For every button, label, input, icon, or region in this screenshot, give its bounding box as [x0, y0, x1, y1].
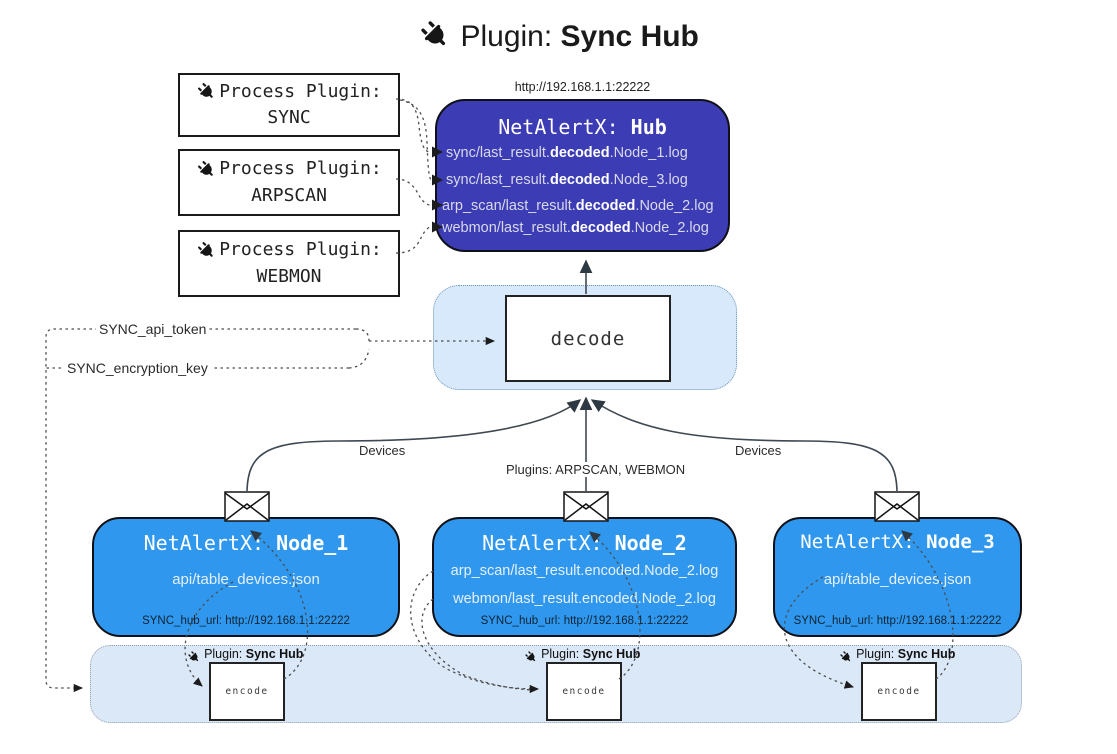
edge-arpscan-to-hub [395, 178, 431, 206]
sync-hub-group-label: Plugin: Sync Hub [492, 647, 672, 664]
process-plugin-box-webmon: Process Plugin: WEBMON [178, 230, 400, 297]
process-plugin-label: Process Plugin: [219, 239, 382, 261]
node-title: NetAlertX: Node_2 [482, 531, 687, 555]
edge-sync-to-hub-2 [399, 99, 432, 181]
title-pre: Plugin: [460, 20, 561, 53]
hub-log-line: sync/last_result.decoded.Node_3.log [446, 172, 688, 188]
hub-url-label: http://192.168.1.1:22222 [514, 80, 651, 94]
node-title: NetAlertX: Node_3 [800, 531, 995, 553]
edge-node1-to-decode [246, 399, 582, 492]
node-hub-url: SYNC_hub_url: http://192.168.1.1:22222 [480, 615, 689, 627]
process-plugin-label: Process Plugin: [219, 80, 382, 102]
sync-api-token-label: SYNC_api_token [96, 321, 210, 337]
hub-title-bold: Hub [630, 115, 667, 139]
process-plugin-name: WEBMON [256, 265, 322, 287]
node-file-line: api/table_devices.json [172, 571, 320, 588]
hub-box: NetAlertX: Hub sync/last_result.decoded.… [435, 99, 730, 252]
node-file-line: arp_scan/last_result.encoded.Node_2.log [450, 563, 719, 579]
node-2-box: NetAlertX: Node_2 arp_scan/last_result.e… [432, 517, 737, 637]
encode-box-1: encode [209, 662, 285, 721]
node-hub-url: SYNC_hub_url: http://192.168.1.1:22222 [142, 615, 350, 627]
plug-icon [186, 650, 201, 664]
plugins-mid-label: Plugins: ARPSCAN, WEBMON [503, 462, 689, 477]
hub-title: NetAlertX: Hub [437, 115, 728, 139]
sync-encryption-key-label: SYNC_encryption_key [64, 360, 211, 376]
plug-icon [418, 18, 452, 52]
process-plugin-name: ARPSCAN [251, 184, 327, 206]
plug-icon [838, 650, 853, 664]
hub-log-line: arp_scan/last_result.decoded.Node_2.log [442, 197, 714, 214]
edge-webmon-to-hub [395, 226, 431, 254]
page-title: Plugin: Sync Hub [0, 18, 1117, 54]
process-plugin-name: SYNC [267, 107, 311, 128]
plug-icon [196, 240, 218, 261]
decode-box: decode [505, 295, 671, 382]
title-bold: Sync Hub [560, 20, 699, 53]
hub-title-pre: NetAlertX: [498, 115, 631, 139]
edge-token-bracket-bottom [348, 348, 370, 369]
process-plugin-box-sync: Process Plugin: SYNC [178, 73, 400, 137]
plug-icon [196, 81, 218, 103]
edge-sync-to-hub-1 [395, 98, 431, 153]
plug-icon [196, 159, 218, 180]
hub-log-line: sync/last_result.decoded.Node_1.log [446, 145, 688, 161]
node-file-line: api/table_devices.json [823, 571, 972, 588]
sync-hub-group-label: Plugin: Sync Hub [155, 647, 335, 664]
process-plugin-box-arpscan: Process Plugin: ARPSCAN [178, 149, 400, 216]
node-file-line: webmon/last_result.encoded.Node_2.log [453, 591, 716, 607]
encode-box-2: encode [546, 662, 622, 721]
plug-icon [523, 650, 538, 664]
devices-right-label: Devices [732, 443, 785, 458]
edge-token-bracket-top [355, 328, 370, 342]
node-1-box: NetAlertX: Node_1 api/table_devices.json… [92, 517, 400, 637]
hub-log-line: webmon/last_result.decoded.Node_2.log [442, 219, 709, 236]
node-title: NetAlertX: Node_1 [143, 531, 349, 555]
node-hub-url: SYNC_hub_url: http://192.168.1.1:22222 [793, 615, 1002, 627]
sync-hub-group-label: Plugin: Sync Hub [807, 647, 987, 664]
process-plugin-label: Process Plugin: [219, 158, 382, 180]
encode-box-3: encode [861, 662, 937, 721]
devices-left-label: Devices [356, 443, 409, 458]
node-3-box: NetAlertX: Node_3 api/table_devices.json… [773, 517, 1022, 637]
